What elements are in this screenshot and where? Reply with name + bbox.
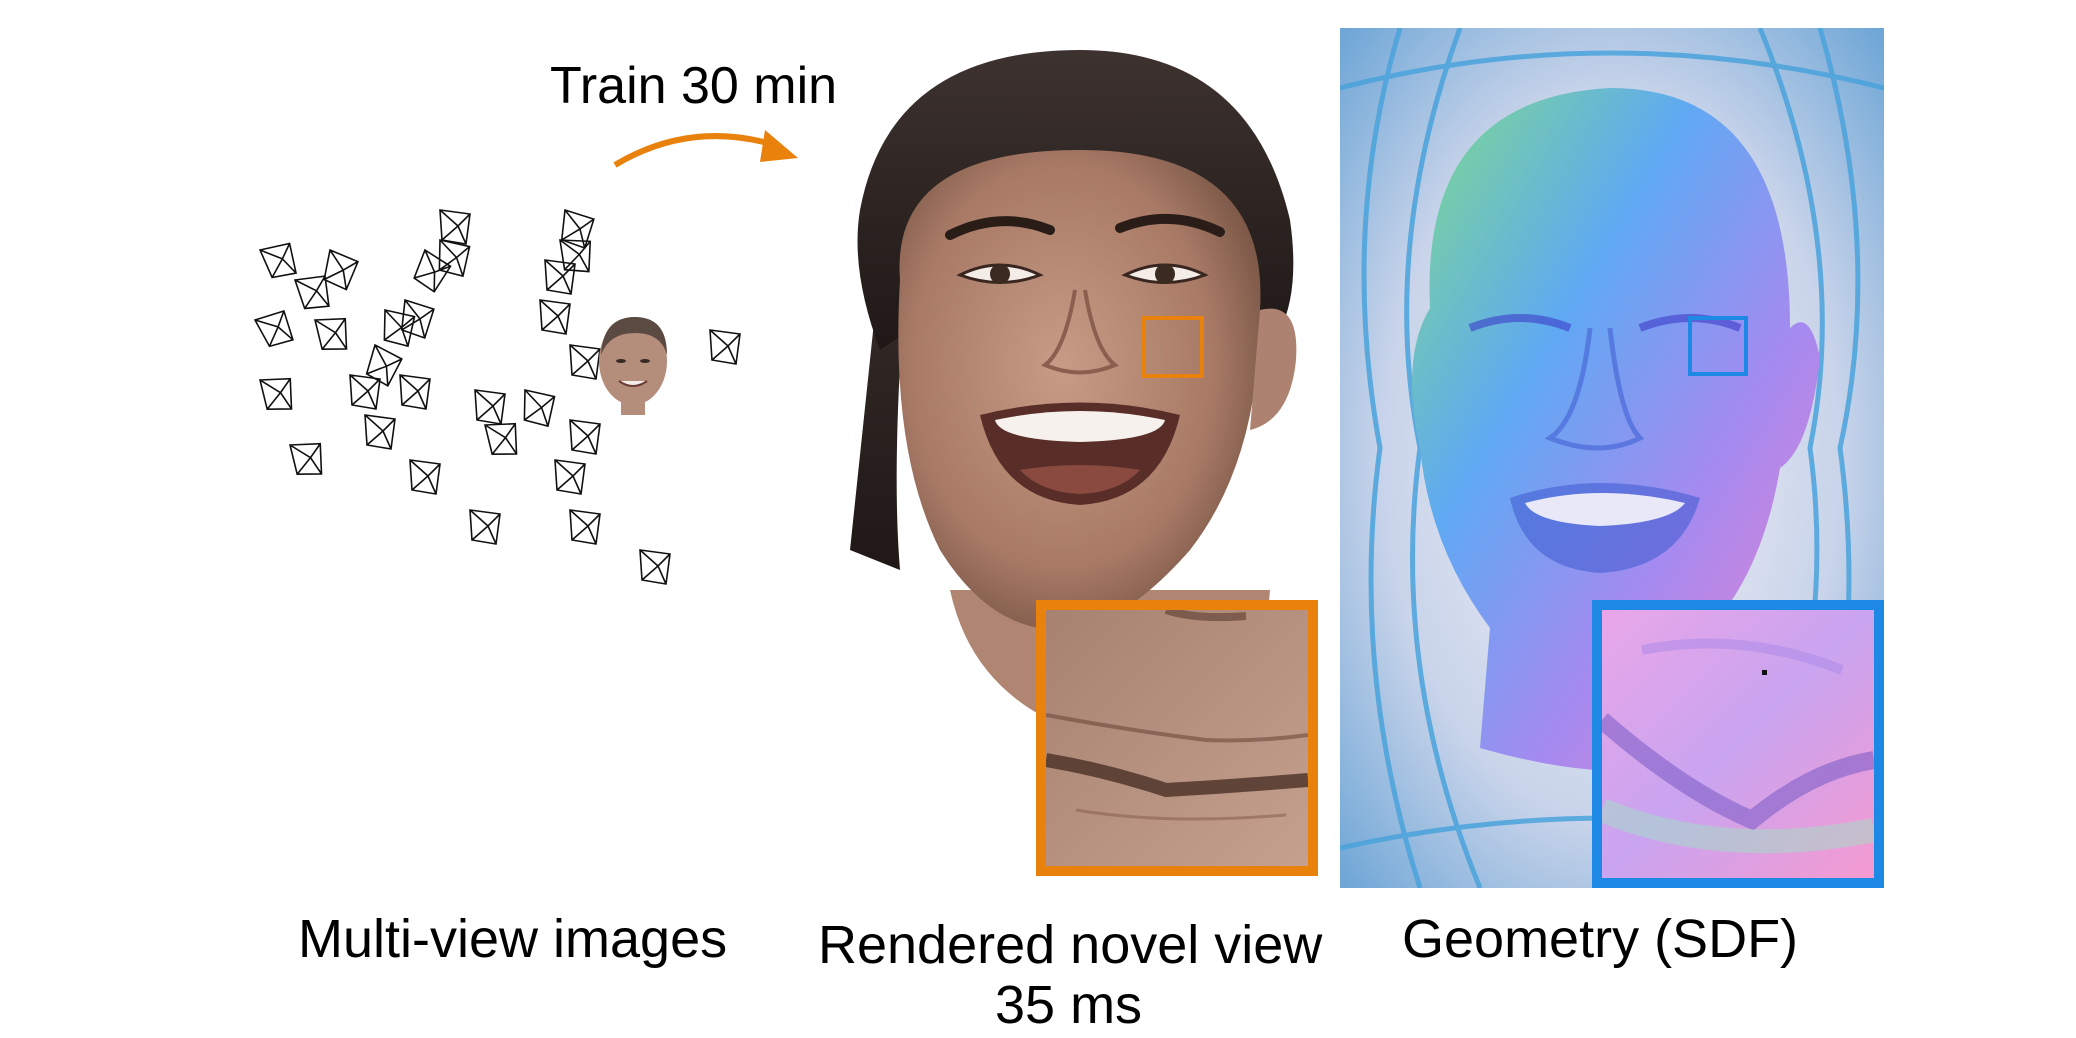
zoom-inset-blue	[1592, 600, 1884, 888]
camera-frustum-icon	[258, 242, 298, 279]
camera-frustum-icon	[438, 239, 471, 278]
rendered-caption: Rendered novel view	[818, 915, 1323, 975]
camera-frustum-icon	[569, 344, 601, 380]
train-time-label: Train 30 min	[550, 57, 838, 115]
camera-frustum-icon	[483, 422, 518, 456]
camera-frustum-icon	[383, 309, 416, 348]
camera-frustum-icon	[365, 343, 403, 387]
camera-frustum-icon	[413, 248, 452, 293]
camera-frustum-icon	[253, 208, 741, 585]
camera-frustum-icon	[323, 248, 359, 291]
camera-frustum-icon	[469, 509, 501, 545]
camera-frustum-icon	[253, 309, 294, 348]
camera-frustum-icon	[474, 389, 506, 425]
camera-frustum-icon	[399, 374, 431, 410]
camera-frustum-icon	[639, 549, 671, 585]
zoom-marker-orange	[1142, 316, 1204, 378]
camera-frustum-icon	[400, 298, 435, 340]
render-time-caption: 35 ms	[995, 975, 1143, 1035]
camera-frustum-icon	[349, 374, 381, 410]
camera-frustum-icon	[569, 509, 601, 545]
geometry-caption: Geometry (SDF)	[1402, 909, 1799, 969]
zoom-inset-orange	[1036, 600, 1318, 876]
camera-rig	[253, 208, 741, 585]
camera-frustum-icon	[364, 414, 396, 450]
camera-frustum-icon	[559, 239, 592, 273]
camera-frustum-icon	[523, 389, 556, 428]
curved-arrow-icon	[613, 130, 798, 168]
camera-frustum-icon	[539, 299, 571, 335]
camera-frustum-icon	[313, 317, 348, 351]
subject-thumbnail	[599, 317, 667, 415]
zoom-marker-blue	[1688, 316, 1748, 376]
camera-frustum-icon	[409, 459, 441, 495]
camera-frustum-icon	[439, 209, 471, 245]
camera-frustum-icon	[288, 442, 323, 476]
camera-frustum-icon	[258, 377, 293, 411]
camera-frustum-icon	[293, 275, 330, 310]
multiview-caption: Multi-view images	[298, 909, 728, 969]
camera-frustum-icon	[544, 259, 576, 295]
camera-frustum-icon	[569, 419, 601, 455]
camera-frustum-icon	[709, 329, 741, 365]
camera-frustum-icon	[554, 459, 586, 495]
